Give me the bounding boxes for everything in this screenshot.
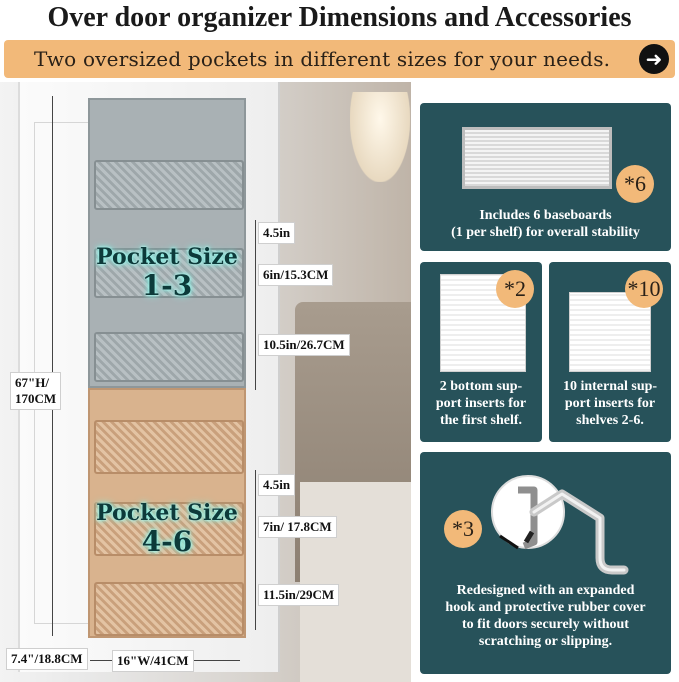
description-line: (1 per shelf) for overall stability — [451, 225, 640, 240]
accessory-card-hooks: *3 Redesigned with an expanded hook and … — [420, 452, 671, 674]
pocket-2 — [94, 248, 244, 298]
description-line: port inserts for — [435, 396, 527, 411]
dimension-height: 67"H/ 170CM — [10, 372, 62, 410]
pocket-3 — [94, 332, 244, 382]
count-badge: *3 — [444, 510, 482, 548]
pocket-6 — [94, 582, 244, 636]
pocket-label-range: 1-3 — [141, 269, 193, 302]
internal-inserts-description: 10 internal sup- port inserts for shelve… — [549, 378, 671, 429]
accessory-card-bottom-inserts: *2 2 bottom sup- port inserts for the fi… — [420, 262, 542, 442]
description-line: scratching or slipping. — [478, 634, 613, 649]
dimension-width: 16"W/41CM — [112, 650, 194, 672]
description-line: Includes 6 baseboards — [479, 208, 612, 223]
banner-text: Two oversized pockets in different sizes… — [34, 47, 611, 71]
pocket-label-4-6: Pocket Size 4-6 — [88, 500, 246, 558]
count-badge: *2 — [496, 270, 534, 308]
dimension-height-line2: 170CM — [15, 391, 57, 406]
pocket-label-1-3: Pocket Size 1-3 — [88, 244, 246, 302]
pocket-4 — [94, 420, 244, 474]
dimension-gap-top: 4.5in — [258, 222, 296, 244]
dimension-line — [255, 220, 256, 390]
page-title: Over door organizer Dimensions and Acces… — [47, 2, 632, 33]
pocket-group-1-3 — [88, 98, 246, 388]
description-line: Redesigned with an expanded — [456, 583, 635, 598]
dimension-shelf-large-bottom: 11.5in/29CM — [258, 584, 340, 606]
info-banner: Two oversized pockets in different sizes… — [4, 40, 675, 78]
pocket-label-title: Pocket Size — [96, 244, 238, 270]
hooks-description: Redesigned with an expanded hook and pro… — [420, 582, 671, 650]
dimension-depth: 7.4"/18.8CM — [6, 648, 88, 670]
description-line: to fit doors securely without — [462, 617, 629, 632]
description-line: port inserts for — [564, 396, 656, 411]
description-line: the first shelf. — [439, 413, 523, 428]
pocket-5 — [94, 502, 244, 556]
hook-icon — [491, 475, 629, 575]
dimension-height-line1: 67"H/ — [15, 375, 49, 390]
dimension-gap-bottom: 4.5in — [258, 474, 296, 496]
description-line: 10 internal sup- — [562, 379, 658, 394]
count-badge: *10 — [625, 270, 663, 308]
pocket-label-title: Pocket Size — [96, 500, 238, 526]
accessory-card-internal-inserts: *10 10 internal sup- port inserts for sh… — [549, 262, 671, 442]
dimension-shelf-small-bottom: 7in/ 17.8CM — [258, 516, 337, 538]
baseboard-image — [462, 127, 612, 189]
bed — [300, 482, 411, 682]
bottom-inserts-description: 2 bottom sup- port inserts for the first… — [420, 378, 542, 429]
wall-lamp — [350, 92, 410, 182]
pocket-1 — [94, 160, 244, 210]
description-line: hook and protective rubber cover — [445, 600, 646, 615]
accessory-card-baseboards: *6 Includes 6 baseboards (1 per shelf) f… — [420, 103, 671, 251]
height-dimension-line — [52, 96, 53, 636]
pocket-group-4-6 — [88, 388, 246, 638]
dimension-shelf-small-top: 6in/15.3CM — [258, 264, 334, 286]
pocket-label-range: 4-6 — [141, 525, 193, 558]
dimension-line — [255, 470, 256, 630]
description-line: 2 bottom sup- — [439, 379, 523, 394]
dimension-shelf-large-top: 10.5in/26.7CM — [258, 334, 350, 356]
description-line: shelves 2-6. — [576, 413, 644, 428]
count-badge: *6 — [616, 165, 654, 203]
organizer — [88, 98, 246, 638]
baseboards-description: Includes 6 baseboards (1 per shelf) for … — [420, 207, 671, 241]
arrow-right-icon[interactable]: ➜ — [639, 44, 669, 74]
